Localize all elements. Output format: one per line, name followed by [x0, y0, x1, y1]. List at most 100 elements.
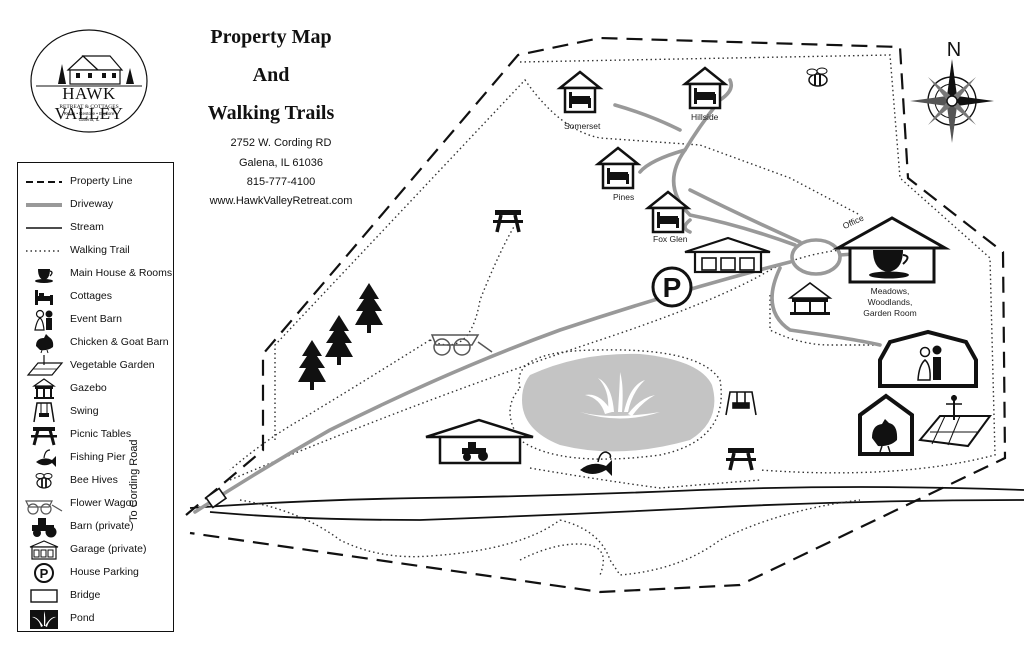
legend-item-parking: P House Parking — [18, 562, 175, 584]
cottage-fox-glen-label: Fox Glen — [653, 234, 688, 244]
legend-item-garden: Vegetable Garden — [18, 355, 175, 377]
bed-icon — [35, 290, 53, 305]
wagon-icon — [430, 334, 493, 356]
legend: Property Line Driveway Stream Walking Tr… — [17, 162, 174, 632]
legend-item-event-barn: Event Barn — [18, 309, 175, 331]
legend-label: Chicken & Goat Barn — [70, 336, 169, 348]
property-line — [185, 36, 1007, 594]
legend-label: Bee Hives — [70, 474, 118, 486]
legend-item-chicken-barn: Chicken & Goat Barn — [18, 332, 175, 354]
legend-item-picnic: Picnic Tables — [18, 424, 175, 446]
legend-label: Gazebo — [70, 382, 107, 394]
property-line-icon — [26, 181, 62, 183]
legend-label: Vegetable Garden — [70, 359, 155, 371]
cottage-hillside-label: Hillside — [691, 112, 719, 122]
driveway — [193, 78, 882, 514]
logo-graphic — [30, 29, 148, 133]
legend-label: Stream — [70, 221, 104, 233]
legend-label: Flower Wagon — [70, 497, 138, 509]
fountain-icon — [580, 372, 660, 419]
address-street: 2752 W. Cording RD — [230, 137, 332, 149]
legend-label: Fishing Pier — [70, 451, 126, 463]
gazebo-icon — [32, 378, 56, 399]
legend-label: Bridge — [70, 589, 101, 601]
logo: HAWK VALLEY RETREAT & COTTAGES Relax • R… — [28, 28, 150, 134]
walking-trail-icon — [26, 250, 62, 252]
legend-item-wagon: Flower Wagon — [18, 493, 175, 515]
picnic-table-icon — [724, 446, 758, 472]
garage-icon — [684, 236, 771, 274]
main-house-label-3: Garden Room — [863, 308, 917, 318]
stream — [189, 486, 1024, 521]
legend-label: House Parking — [70, 566, 139, 578]
legend-item-bridge: Bridge — [18, 585, 175, 607]
svg-text:P: P — [663, 272, 682, 303]
coffee-cup-icon — [35, 269, 53, 283]
address-city: Galena, IL 61036 — [239, 157, 323, 169]
logo-sub2: Galena, IL — [78, 117, 100, 122]
parking-icon: P — [651, 266, 693, 308]
garden-icon — [918, 395, 992, 448]
chicken-barn-icon — [858, 393, 914, 456]
legend-item-gazebo: Gazebo — [18, 378, 175, 400]
logo-sub1: Relax • Restore • Explore — [63, 111, 115, 116]
logo-tagline: RETREAT & COTTAGES — [59, 104, 119, 110]
driveway-icon — [26, 203, 62, 207]
cottage-pines-icon — [596, 146, 640, 190]
legend-item-garage: Garage (private) — [18, 539, 175, 561]
main-house-label-2: Woodlands, — [867, 297, 913, 307]
bee-icon — [806, 67, 828, 87]
legend-label: Walking Trail — [70, 244, 130, 256]
legend-label: Swing — [70, 405, 99, 417]
compass-north-label: N — [947, 39, 961, 61]
cottage-fox-glen-icon — [646, 190, 690, 234]
title-line-3: Walking Trails — [207, 102, 335, 124]
compass-rose-icon — [910, 59, 994, 143]
address-phone: 815-777-4100 — [246, 176, 316, 188]
address-website[interactable]: www.HawkValleyRetreat.com — [209, 195, 353, 207]
gazebo-icon — [787, 282, 833, 315]
legend-label: Event Barn — [70, 313, 122, 325]
svg-text:P: P — [40, 566, 49, 581]
picnic-table-icon — [31, 427, 57, 446]
pond-icon — [30, 610, 58, 629]
pine-tree-icon — [325, 315, 353, 365]
swing-icon — [725, 391, 757, 416]
wagon-icon — [25, 500, 63, 515]
chicken-icon — [36, 334, 54, 354]
logo-name: HAWK VALLEY — [54, 84, 124, 123]
legend-item-property-line: Property Line — [18, 171, 175, 193]
title-line-2: And — [252, 64, 290, 86]
legend-label: Driveway — [70, 198, 114, 210]
barn-private-icon — [425, 418, 534, 465]
legend-item-driveway: Driveway — [18, 194, 175, 216]
legend-label: Main House & Rooms — [70, 267, 173, 279]
garden-icon — [26, 355, 64, 376]
legend-item-main-house: Main House & Rooms — [18, 263, 175, 285]
legend-item-stream: Stream — [18, 217, 175, 239]
legend-item-bees: Bee Hives — [18, 470, 175, 492]
fish-hook-icon — [36, 449, 56, 467]
tractor-icon — [32, 518, 57, 538]
parking-icon: P — [34, 563, 54, 583]
legend-label: Property Line — [70, 175, 133, 187]
legend-label: Garage (private) — [70, 543, 147, 555]
bridge-icon — [30, 589, 58, 603]
event-barn-icon — [878, 329, 978, 388]
pine-tree-icon — [355, 283, 383, 333]
title-line-1: Property Map — [210, 26, 332, 48]
cottage-somerset-label: Somerset — [564, 121, 601, 131]
legend-item-walking-trail: Walking Trail — [18, 240, 175, 262]
wedding-couple-icon — [34, 309, 53, 331]
legend-item-swing: Swing — [18, 401, 175, 423]
cottage-hillside-icon — [683, 66, 727, 110]
cottage-somerset-icon — [558, 70, 602, 114]
pine-tree-icon — [298, 340, 326, 390]
garage-icon — [29, 540, 59, 560]
pond — [522, 353, 715, 452]
main-house-icon — [832, 216, 951, 284]
fish-hook-icon — [580, 451, 612, 476]
bridge-icon — [204, 487, 228, 509]
cottage-pines-label: Pines — [613, 192, 635, 202]
